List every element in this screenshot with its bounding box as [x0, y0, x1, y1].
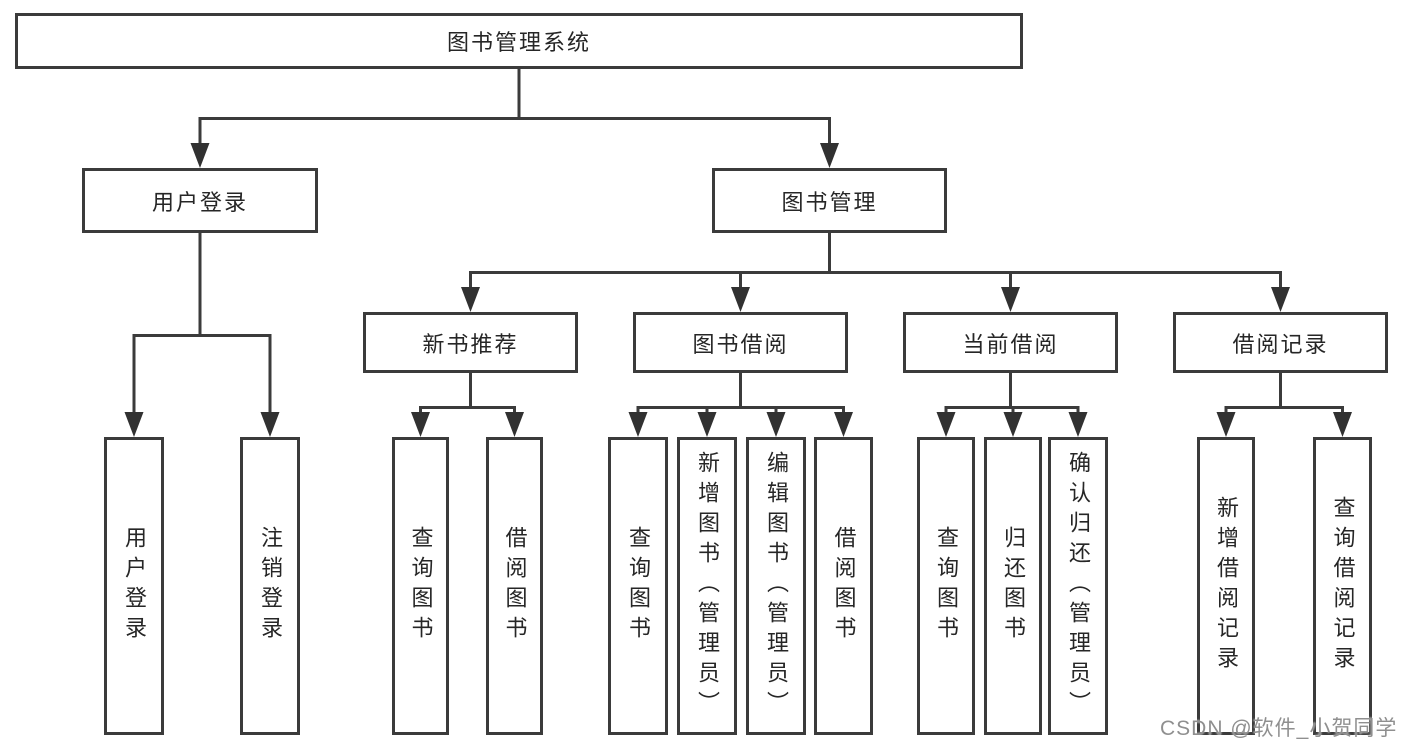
leaf-borrowing-borrow-books: 借阅图书	[814, 437, 873, 735]
leaf-edit-book-admin: 编辑图书（管理员）	[746, 437, 806, 735]
node-borrowing-records-label: 借阅记录	[1232, 331, 1329, 357]
leaf-add-borrow-record-label: 新增借阅记录	[1214, 496, 1239, 676]
node-user-login-label: 用户登录	[151, 189, 248, 215]
node-book-management: 图书管理	[712, 168, 947, 233]
leaf-current-query-books: 查询图书	[917, 437, 975, 735]
node-borrowing-records: 借阅记录	[1173, 312, 1388, 373]
leaf-borrowing-borrow-books-label: 借阅图书	[831, 526, 857, 646]
leaf-edit-book-admin-label: 编辑图书（管理员）	[764, 451, 789, 721]
connector-path	[132, 69, 1344, 415]
node-new-book-recommendation-label: 新书推荐	[422, 331, 519, 357]
node-current-borrowing: 当前借阅	[903, 312, 1118, 373]
node-book-borrowing: 图书借阅	[633, 312, 848, 373]
leaf-return-book-label: 归还图书	[1001, 526, 1026, 646]
leaf-logout-label: 注销登录	[258, 526, 283, 646]
leaf-user-login: 用户登录	[104, 437, 164, 735]
leaf-recommend-borrow-books: 借阅图书	[486, 437, 543, 735]
csdn-watermark: CSDN @软件_小贺同学	[1160, 717, 1398, 740]
leaf-query-borrow-record: 查询借阅记录	[1313, 437, 1372, 735]
node-root: 图书管理系统	[15, 13, 1023, 69]
leaf-add-borrow-record: 新增借阅记录	[1197, 437, 1255, 735]
leaf-logout: 注销登录	[240, 437, 300, 735]
node-new-book-recommendation: 新书推荐	[363, 312, 578, 373]
leaf-recommend-borrow-books-label: 借阅图书	[502, 526, 528, 646]
leaf-borrowing-query-books-label: 查询图书	[626, 526, 651, 646]
leaf-user-login-label: 用户登录	[122, 526, 147, 646]
node-book-management-label: 图书管理	[781, 189, 878, 215]
leaf-add-book-admin-label: 新增图书（管理员）	[695, 451, 720, 721]
leaf-confirm-return-admin: 确认归还（管理员）	[1048, 437, 1108, 735]
leaf-current-query-books-label: 查询图书	[934, 526, 959, 646]
leaf-query-borrow-record-label: 查询借阅记录	[1330, 496, 1356, 676]
node-user-login: 用户登录	[82, 168, 318, 233]
leaf-recommend-query-books-label: 查询图书	[408, 526, 434, 646]
node-book-borrowing-label: 图书借阅	[692, 331, 789, 357]
leaf-recommend-query-books: 查询图书	[392, 437, 449, 735]
leaf-return-book: 归还图书	[984, 437, 1042, 735]
node-root-label: 图书管理系统	[446, 30, 591, 55]
leaf-confirm-return-admin-label: 确认归还（管理员）	[1066, 451, 1091, 721]
node-current-borrowing-label: 当前借阅	[962, 331, 1059, 357]
leaf-borrowing-query-books: 查询图书	[608, 437, 668, 735]
arrowhead-icons	[124, 143, 1352, 437]
leaf-add-book-admin: 新增图书（管理员）	[677, 437, 737, 735]
